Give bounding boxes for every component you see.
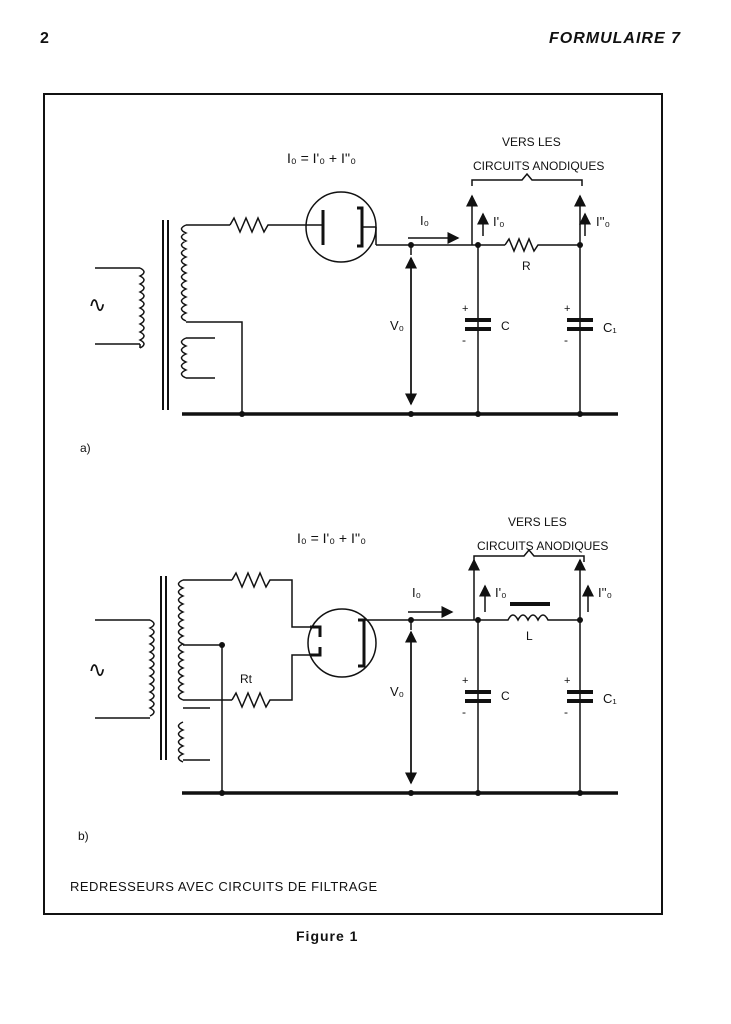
label-c1-b: C₁ (603, 691, 617, 706)
label-c-b: C (501, 689, 510, 703)
label-io-a: I₀ (420, 213, 429, 228)
ac-source-symbol-b: ∿ (88, 657, 106, 682)
primary-winding (138, 267, 145, 349)
resistor-rt (231, 654, 310, 709)
label-i-dprime-b: I''₀ (598, 585, 612, 600)
label-i-dprime-a: I''₀ (596, 214, 610, 229)
secondary-winding (180, 224, 188, 322)
inductor-l (478, 614, 580, 622)
label-io-b: I₀ (412, 585, 421, 600)
capacitor-c1 (567, 318, 593, 322)
output-taps (471, 196, 581, 245)
svg-text:+: + (564, 675, 570, 687)
label-i-prime-a: I'₀ (493, 214, 505, 229)
branch-verticals-b (477, 620, 581, 793)
svg-text:+: + (564, 303, 570, 315)
label-r: R (522, 259, 531, 273)
primary-winding-b (148, 619, 155, 717)
label-v0-b: V₀ (390, 684, 404, 699)
capacitor-c (465, 318, 491, 322)
filament-winding (180, 337, 188, 379)
filament-winding-b (177, 721, 185, 763)
circuits-anodiques-a: CIRCUITS ANODIQUES (473, 159, 604, 173)
ac-source-symbol: ∿ (88, 292, 106, 317)
capacitor-c1-b (567, 690, 593, 694)
tag-b: b) (78, 829, 89, 843)
vers-les-a: VERS LES (502, 135, 561, 149)
diagram-a: ∿ + - + - (80, 135, 618, 455)
tag-a: a) (80, 441, 91, 455)
tube-anode-b (358, 618, 366, 668)
series-resistor (229, 216, 305, 234)
transformer-leads (186, 224, 243, 414)
output-brace-b (473, 548, 585, 562)
primary-leads-b (95, 619, 150, 719)
svg-text:+: + (462, 675, 468, 687)
formula-a: I₀ = I'₀ + I''₀ (287, 150, 356, 166)
resistor-top-b (231, 571, 310, 628)
page-title: FORMULAIRE 7 (549, 30, 681, 47)
label-rt: Rt (240, 672, 253, 686)
transformer-leads-b (183, 579, 232, 793)
label-v0-a: V₀ (390, 318, 404, 333)
tube-anode (357, 206, 364, 248)
label-c1-a: C₁ (603, 320, 617, 335)
output-taps-b (473, 560, 581, 620)
diagram-b: ∿ + - + - (78, 515, 618, 843)
svg-text:-: - (564, 333, 568, 347)
formula-b: I₀ = I'₀ + I''₀ (297, 530, 366, 546)
page-number: 2 (40, 30, 49, 47)
svg-text:-: - (462, 705, 466, 719)
svg-text:-: - (564, 705, 568, 719)
figure-caption: Figure 1 (296, 928, 359, 944)
primary-leads (95, 267, 140, 345)
svg-text:-: - (462, 333, 466, 347)
rectifier-tube-b (307, 608, 377, 678)
vers-les-b: VERS LES (508, 515, 567, 529)
transformer-core (162, 220, 169, 410)
output-brace (471, 172, 583, 186)
transformer-core-b (160, 576, 167, 760)
secondary-winding-b (177, 579, 185, 701)
filter-resistor (504, 237, 580, 253)
capacitor-c-b (465, 690, 491, 694)
svg-text:+: + (462, 303, 468, 315)
figure-frame (43, 93, 663, 915)
circuits-anodiques-b: CIRCUITS ANODIQUES (477, 539, 608, 553)
label-l: L (526, 629, 533, 643)
label-c-a: C (501, 319, 510, 333)
label-i-prime-b: I'₀ (495, 585, 507, 600)
tube-cathodes-b (310, 625, 322, 657)
frame-caption: REDRESSEURS AVEC CIRCUITS DE FILTRAGE (70, 879, 378, 894)
tube-leads (305, 224, 376, 228)
